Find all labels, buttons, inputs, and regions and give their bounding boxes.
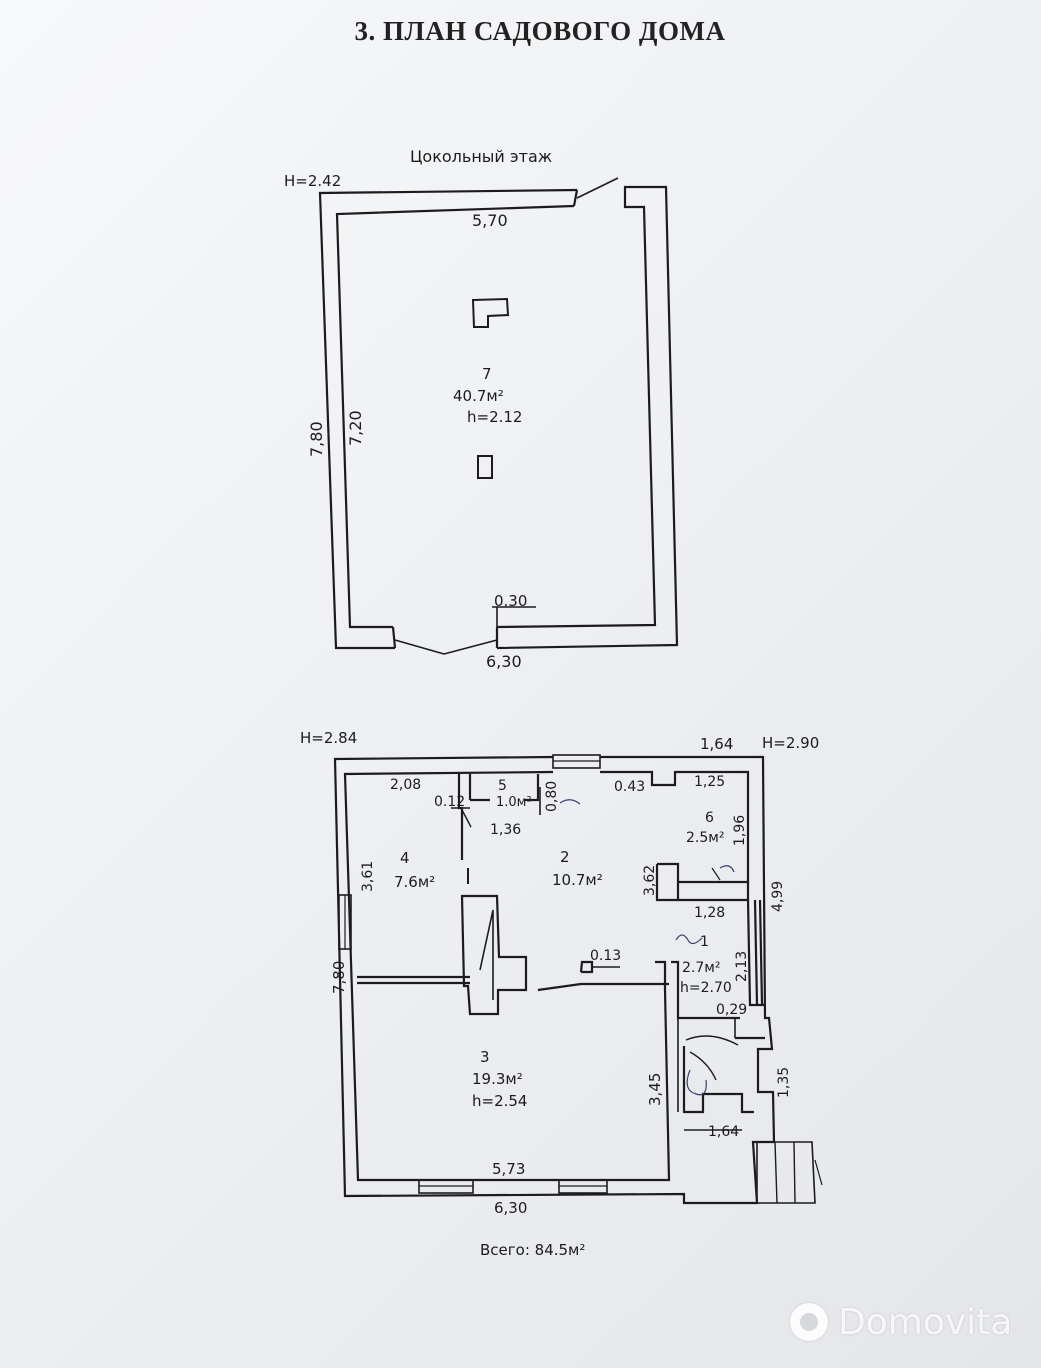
basement-room-height: h=2.12 [467,408,522,426]
total-area: Всего: 84.5м² [480,1241,585,1259]
basement-room-area: 40.7м² [453,387,504,405]
ground-dim-3-62: 3,62 [642,865,658,896]
ground-dim-7-80: 7,80 [330,961,348,994]
basement-wall-height: H=2.42 [284,172,341,190]
ground-dim-5-73: 5,73 [492,1160,525,1178]
ground-dim-1-25: 1,25 [694,774,725,790]
room-1-height: h=2.70 [680,980,732,996]
basement-caption: Цокольный этаж [410,147,552,166]
ground-dim-0-43: 0.43 [614,779,645,795]
room-6-area: 2.5м² [686,830,724,846]
room-2-area: 10.7м² [552,871,603,889]
room-4-number: 4 [400,849,410,867]
room-3-area: 19.3м² [472,1070,523,1088]
ground-dim-1-35: 1,35 [776,1067,792,1098]
basement-dim-top: 5,70 [472,211,508,230]
watermark-text: Domovita [838,1302,1013,1343]
ground-dim-3-61: 3,61 [360,861,376,892]
ground-dim-1-64-bottom: 1,64 [708,1124,739,1140]
pen-marks [559,799,735,1096]
ground-dim-0-29: 0,29 [716,1002,747,1018]
ground-dim-4-99: 4,99 [770,881,786,912]
room-6-number: 6 [705,810,714,826]
ground-dim-6-30: 6,30 [494,1199,527,1217]
room-1-number: 1 [700,934,709,950]
ground-dim-1-96: 1,96 [732,815,748,846]
ground-dim-top-right: 1,64 [700,735,733,753]
basement-dim-left-outer: 7,80 [307,421,326,457]
ground-dim-0-12: 0.12 [434,794,465,810]
basement-room-number: 7 [482,365,492,383]
basement-dim-left-inner: 7,20 [346,410,365,446]
ground-dim-1-28: 1,28 [694,905,725,921]
room-1-area: 2.7м² [682,960,720,976]
room-3-number: 3 [480,1048,490,1066]
room-4-area: 7.6м² [394,873,435,891]
room-2-number: 2 [560,848,570,866]
room-5-area: 1.0м² [496,795,532,810]
ground-floor-walls [333,754,823,1205]
ground-dim-1-36: 1,36 [490,822,521,838]
ground-dim-2-08: 2,08 [390,777,421,793]
ground-dim-0-80: 0,80 [544,781,560,812]
room-3-height: h=2.54 [472,1092,527,1110]
ground-dim-2-13: 2,13 [734,951,750,982]
page-title: 3. ПЛАН САДОВОГО ДОМА [354,16,726,46]
basement-walls [318,177,679,655]
room-5-number: 5 [498,778,507,794]
ground-dim-0-13: 0.13 [590,948,621,964]
domovita-logo-icon [790,1303,828,1341]
basement-dim-bottom: 6,30 [486,652,522,671]
ground-height-right: H=2.90 [762,734,819,752]
ground-dim-3-45: 3,45 [646,1073,664,1106]
ground-height-left: H=2.84 [300,729,357,747]
basement-dim-small: 0.30 [494,592,527,610]
